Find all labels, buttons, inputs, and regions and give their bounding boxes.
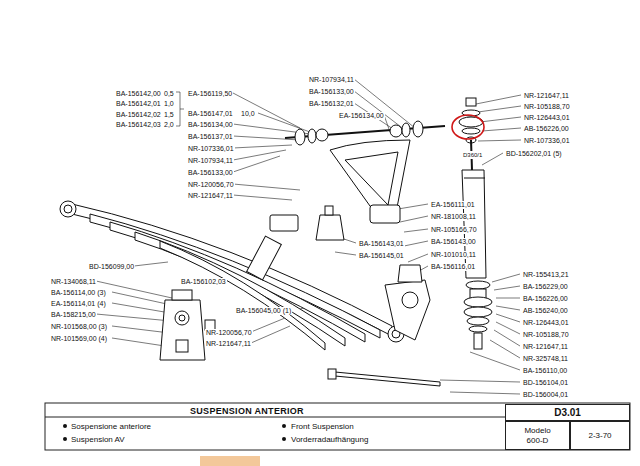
language-caption: Vorderradaufhängung — [290, 435, 369, 444]
part-number: BA-156110,00 — [522, 367, 568, 375]
language-caption: Sospensione anteriore — [70, 422, 152, 431]
part-number: EA-156114,01 (4) — [50, 300, 107, 308]
part-number: BD-156099,00 — [88, 263, 135, 271]
part-number: 0,5 — [163, 90, 175, 98]
title-block-cell: Modelo 600-D — [505, 421, 570, 450]
cell-text: D3.01 — [554, 408, 581, 418]
part-number: NR-120056,70 — [205, 329, 253, 337]
part-number: NR-155413,21 — [522, 271, 570, 279]
part-number: BA-156114,00 (3) — [50, 289, 107, 297]
part-number: AB-156226,00 — [523, 125, 570, 133]
part-number: BA-156133,00 — [187, 169, 234, 177]
diagram-title: SUSPENSION ANTERIOR — [190, 406, 304, 416]
cell-text: 2-3-70 — [588, 431, 611, 441]
part-number: EA-156111,01 — [430, 201, 476, 209]
part-number: BA-156134,00 — [187, 121, 234, 129]
part-number: BA-156145,01 — [358, 252, 405, 260]
language-caption: Suspension AV — [70, 435, 126, 444]
part-number: NR-121647,11 — [523, 92, 570, 100]
part-number: 1,0 — [163, 100, 175, 108]
part-number: 2,0 — [163, 121, 175, 129]
part-number: NR-126443,01 — [522, 319, 570, 327]
part-number: NR-107336,01 — [523, 137, 571, 145]
part-number: 1,5 — [163, 111, 175, 119]
part-number: NR-107336,01 — [187, 145, 235, 153]
part-number: D360/1 — [462, 151, 483, 159]
part-number: NR-101569,00 (4) — [50, 335, 108, 343]
part-number: NR-107934,11 — [187, 157, 234, 165]
part-number: NR-121647,11 — [187, 192, 234, 200]
part-number: NR-105166,70 — [430, 226, 478, 234]
language-caption: Front Suspension — [290, 422, 355, 431]
part-number: BA-156133,00 — [308, 88, 355, 96]
part-number: BA-156132,01 — [308, 100, 355, 108]
part-number: NR-121647,11 — [205, 340, 252, 348]
part-number: BD-156104,01 — [522, 379, 569, 387]
title-block-cell: D3.01 — [505, 404, 630, 421]
part-number: EA-156119,50 — [187, 90, 233, 98]
part-number: NR-107934,11 — [308, 76, 355, 84]
part-number: BA-156142,01 — [115, 100, 162, 108]
part-number: NR-101010,11 — [430, 251, 477, 259]
part-number: NR-134068,11 — [50, 278, 97, 286]
part-number: BA-156142,02 — [115, 111, 162, 119]
part-number: BD-156004,01 — [522, 391, 569, 399]
part-number: EA-156134,00 — [338, 112, 385, 120]
part-number: NR-325748,11 — [522, 355, 569, 363]
part-number: BA-158215,00 — [50, 311, 97, 319]
part-number: BD-156202,01 (5) — [505, 150, 563, 158]
part-number: BA-156116,01 — [430, 263, 476, 271]
part-number: NR-105188,70 — [522, 331, 570, 339]
part-number: AB-156240,00 — [522, 307, 569, 315]
part-number: BA-156045,00 (1) — [235, 307, 292, 315]
part-number: NR-121647,11 — [522, 343, 569, 351]
part-number: NR-101568,00 (3) — [50, 323, 108, 331]
part-number: BA-156143,01 — [358, 240, 405, 248]
part-number: BA-156147,01 — [187, 110, 234, 118]
part-number: NR-120056,70 — [187, 181, 235, 189]
part-number: BA-156137,01 — [187, 133, 234, 141]
part-number: BA-156142,00 — [115, 90, 162, 98]
part-number: 10,0 — [240, 110, 256, 118]
part-number: NR-181008,11 — [430, 213, 477, 221]
title-block-cell: 2-3-70 — [570, 421, 630, 450]
part-number: BA-156102,03 — [180, 278, 227, 286]
part-number: BA-156226,00 — [522, 295, 569, 303]
part-number: BA-156229,00 — [522, 283, 569, 291]
part-number: NR-126443,01 — [523, 114, 571, 122]
part-number: BA-156143,00 — [430, 238, 477, 246]
part-number: NR-105188,70 — [523, 103, 571, 111]
cell-text: Modelo 600-D — [518, 426, 557, 446]
part-number: BA-156142,03 — [115, 121, 162, 129]
